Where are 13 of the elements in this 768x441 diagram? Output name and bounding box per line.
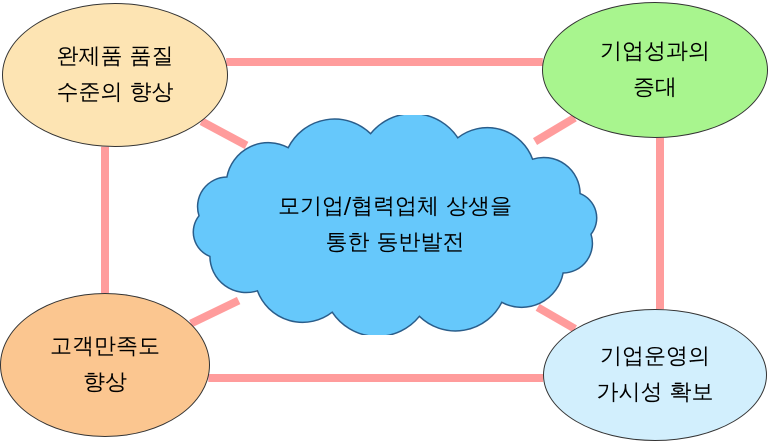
connector-line xyxy=(208,374,544,382)
connector-line xyxy=(536,304,577,332)
node-label: 모기업/협력업체 상생을 통한 동반발전 xyxy=(276,193,514,257)
node-label: 완제품 품질 수준의 향상 xyxy=(56,43,174,107)
connector-line xyxy=(656,138,664,310)
node-label: 고객만족도 향상 xyxy=(49,333,161,397)
connector-line xyxy=(532,114,577,145)
node-label: 기업성과의 증대 xyxy=(599,38,711,102)
connector-line xyxy=(189,296,240,328)
connector-line xyxy=(101,146,109,293)
node-label: 기업운영의 가시성 확보 xyxy=(596,343,714,407)
connector-line xyxy=(226,58,543,66)
connector-line xyxy=(200,118,248,149)
